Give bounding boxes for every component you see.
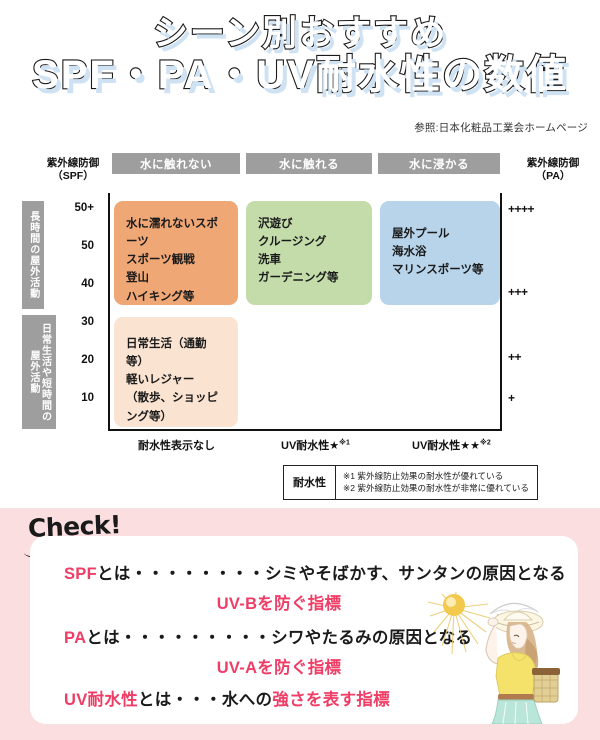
x-label-no-resistance: 耐水性表示なし <box>138 437 215 453</box>
category-axis-line <box>108 429 502 431</box>
spf-tick-20: 20 <box>81 354 94 366</box>
check-sub-pa: UV-Aを防ぐ指標 <box>216 659 342 677</box>
title-block: シーン別おすすめ SPF・PA・UV耐水性の数値 <box>0 13 600 98</box>
scene-card-no-water-high: 水に濡れないスポーツ スポーツ観戦 登山 ハイキング等 <box>114 201 238 305</box>
spf-axis-line <box>108 193 110 431</box>
check-term: PA <box>64 629 87 647</box>
check-row-uv-water: UV耐水性とは・・・水への強さを表す指標 <box>64 686 544 710</box>
column-header-soak-water: 水に浸かる <box>378 153 500 174</box>
check-sub-uv-water: 強さを表す指標 <box>272 691 390 709</box>
spf-tick-50plus: 50+ <box>74 202 94 214</box>
pa-tick-2: ++ <box>508 350 522 364</box>
scene-card-items: 沢遊び クルージング 洗車 ガーデニング等 <box>258 218 339 285</box>
x-label-text: UV耐水性★★ <box>412 440 481 452</box>
x-label-mark: ※2 <box>480 439 491 447</box>
check-text: シミやそばかす、サンタンの原因となる <box>265 565 566 583</box>
check-connector: とは・・・・・・・・・ <box>86 629 272 647</box>
check-term: SPF <box>64 565 97 583</box>
pa-tick-3: +++ <box>508 285 528 299</box>
x-label-star2: UV耐水性★★※2 <box>412 437 491 453</box>
check-panel: SPFとは・・・・・・・・シミやそばかす、サンタンの原因となる UV-Bを防ぐ指… <box>30 536 578 724</box>
source-attribution: 参照:日本化粧品工業会ホームページ <box>414 122 588 134</box>
spf-tick-10: 10 <box>81 392 94 404</box>
check-section: Check! SPFとは・・・・・・・・シミやそばかす、サンタンの原因となる U… <box>0 508 600 740</box>
spf-tick-50: 50 <box>81 240 94 252</box>
check-connector: とは・・・・・・・・ <box>97 565 265 583</box>
pa-tick-1: + <box>508 391 515 405</box>
legend-note-2: ※2 紫外線防止効果の耐水性が非常に優れている <box>343 483 529 494</box>
water-resistance-legend: 耐水性 ※1 紫外線防止効果の耐水性が優れている ※2 紫外線防止効果の耐水性が… <box>283 465 538 500</box>
x-label-text: UV耐水性★ <box>281 440 340 452</box>
title-line-secondary: SPF・PA・UV耐水性の数値 <box>31 52 568 98</box>
spf-tick-30: 30 <box>81 316 94 328</box>
check-sub-spf: UV-Bを防ぐ指標 <box>216 595 342 613</box>
check-row-spf: SPFとは・・・・・・・・シミやそばかす、サンタンの原因となる <box>64 560 566 584</box>
pa-tick-4: ++++ <box>508 202 535 216</box>
spf-tick-40: 40 <box>81 278 94 290</box>
x-label-star1: UV耐水性★※1 <box>281 437 350 453</box>
check-connector: とは・・・ <box>137 691 222 709</box>
check-term: UV耐水性 <box>64 691 138 709</box>
scene-card-items: 水に濡れないスポーツ スポーツ観戦 登山 ハイキング等 <box>126 218 218 303</box>
legend-note-1: ※1 紫外線防止効果の耐水性が優れている <box>343 471 504 481</box>
check-row-pa: PAとは・・・・・・・・・シワやたるみの原因となる <box>64 624 544 648</box>
woman-with-parasol-illustration <box>427 592 560 724</box>
scene-card-soak-water: 屋外プール 海水浴 マリンスポーツ等 <box>380 201 500 305</box>
spf-pa-scene-chart: 紫外線防御 （SPF） 紫外線防御 （PA） 水に触れない 水に触れる 水に浸か… <box>0 145 600 505</box>
side-label-daily-short-outdoor: 日常生活や短時間の屋外活動 <box>22 315 56 429</box>
column-header-no-water: 水に触れない <box>112 153 240 174</box>
scene-card-items: 日常生活（通勤等） 軽いレジャー （散歩、ショッピング等） <box>126 338 218 423</box>
spf-axis-caption: 紫外線防御 （SPF） <box>46 157 100 183</box>
scene-card-touch-water: 沢遊び クルージング 洗車 ガーデニング等 <box>246 201 372 305</box>
column-header-touch-water: 水に触れる <box>246 153 372 174</box>
legend-key-label: 耐水性 <box>284 466 336 499</box>
x-label-text: 耐水性表示なし <box>138 440 215 452</box>
scene-card-items: 屋外プール 海水浴 マリンスポーツ等 <box>392 228 484 277</box>
side-label-long-outdoor: 長時間の屋外活動 <box>22 201 44 309</box>
check-text: シワやたるみの原因となる <box>271 629 473 647</box>
pa-axis-caption: 紫外線防御 （PA） <box>526 157 580 183</box>
check-text: 水への <box>221 691 273 709</box>
legend-notes: ※1 紫外線防止効果の耐水性が優れている ※2 紫外線防止効果の耐水性が非常に優… <box>336 466 537 499</box>
x-label-mark: ※1 <box>339 439 350 447</box>
title-line-primary: シーン別おすすめ <box>152 13 448 54</box>
pa-axis-line <box>500 193 502 431</box>
scene-card-no-water-low: 日常生活（通勤等） 軽いレジャー （散歩、ショッピング等） <box>114 317 238 427</box>
